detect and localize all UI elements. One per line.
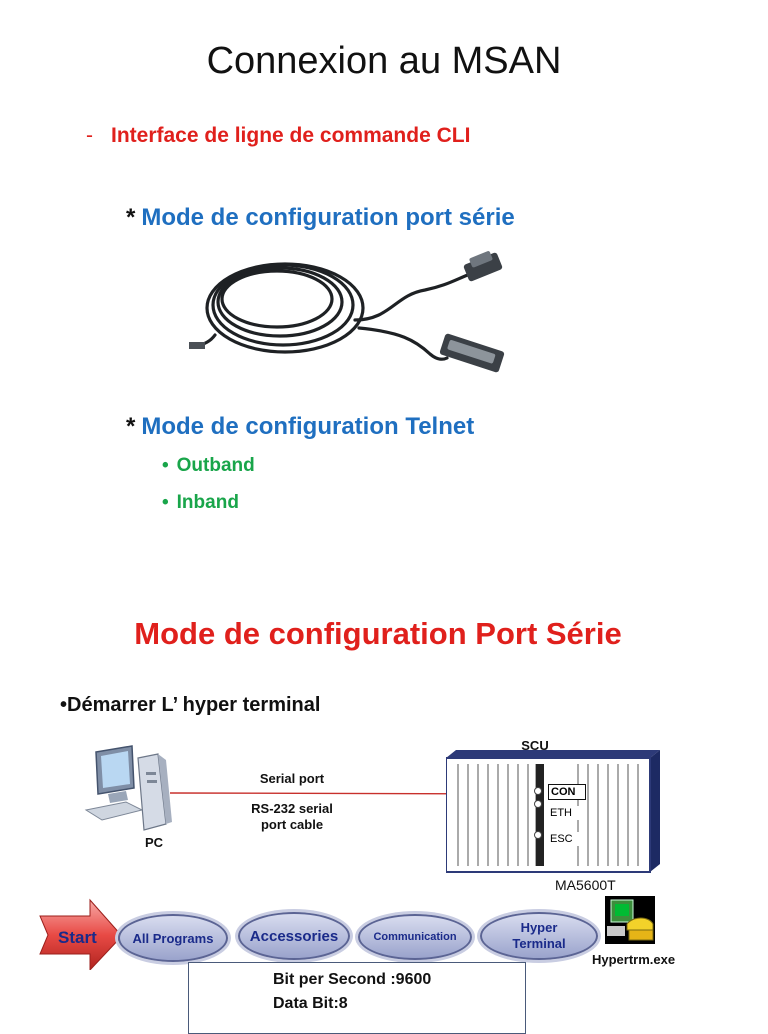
- mode-telnet-heading: *Mode de configuration Telnet: [126, 413, 474, 441]
- star-marker: *: [126, 413, 136, 440]
- mode-telnet-label: Mode de configuration Telnet: [141, 413, 475, 440]
- accessories-step: Accessories: [238, 912, 350, 960]
- bullet-text: Outband: [176, 455, 255, 476]
- hyper-terminal-step: Hyper Terminal: [480, 912, 598, 960]
- port-esc: ESC: [548, 832, 580, 846]
- db9-connector: [463, 251, 503, 282]
- mode-serial-heading: *Mode de configuration port série: [126, 204, 515, 232]
- hyper-terminal-line2: Terminal: [512, 936, 566, 951]
- bullet-text: Inband: [176, 492, 239, 513]
- port-con: CON: [548, 784, 586, 800]
- dash-marker: -: [86, 124, 93, 147]
- start-hyperterminal-text: •Démarrer L’ hyper terminal: [60, 694, 321, 716]
- hyperterminal-exe-icon: [605, 896, 655, 944]
- page-title: Connexion au MSAN: [206, 40, 562, 82]
- cli-line: -Interface de ligne de commande CLI: [86, 124, 470, 148]
- mode-serial-label: Mode de configuration port série: [141, 204, 515, 231]
- bullet-outband: •Outband: [162, 455, 255, 476]
- pc-label: PC: [144, 835, 164, 850]
- setting-databits: Data Bit:8: [273, 995, 348, 1012]
- serial-port-label: Serial port: [259, 771, 325, 786]
- db50-connector: [439, 333, 505, 373]
- scu-label: SCU: [521, 738, 549, 753]
- settings-box: Bit per Second :9600 Data Bit:8: [188, 962, 526, 1034]
- start-step: Start: [58, 928, 97, 947]
- cli-text: Interface de ligne de commande CLI: [111, 124, 471, 147]
- rj45-plug: [189, 342, 205, 349]
- hyper-terminal-line1: Hyper: [520, 920, 558, 935]
- setting-baud: Bit per Second :9600: [273, 971, 432, 988]
- pc-icon: [84, 745, 172, 831]
- device-label: MA5600T: [555, 877, 616, 893]
- serial-cable-image: [189, 251, 505, 373]
- communication-step: Communication: [358, 914, 472, 960]
- exe-label: Hypertrm.exe: [592, 952, 676, 967]
- star-marker: *: [126, 204, 136, 231]
- start-arrow-icon: [39, 898, 123, 970]
- cable-label-line1: RS-232 serial: [251, 801, 333, 816]
- bullet-inband: •Inband: [162, 492, 239, 513]
- section-heading: Mode de configuration Port Série: [134, 616, 622, 651]
- port-eth: ETH: [548, 806, 580, 820]
- cable-label-line2: port cable: [260, 817, 324, 832]
- all-programs-step: All Programs: [118, 914, 228, 962]
